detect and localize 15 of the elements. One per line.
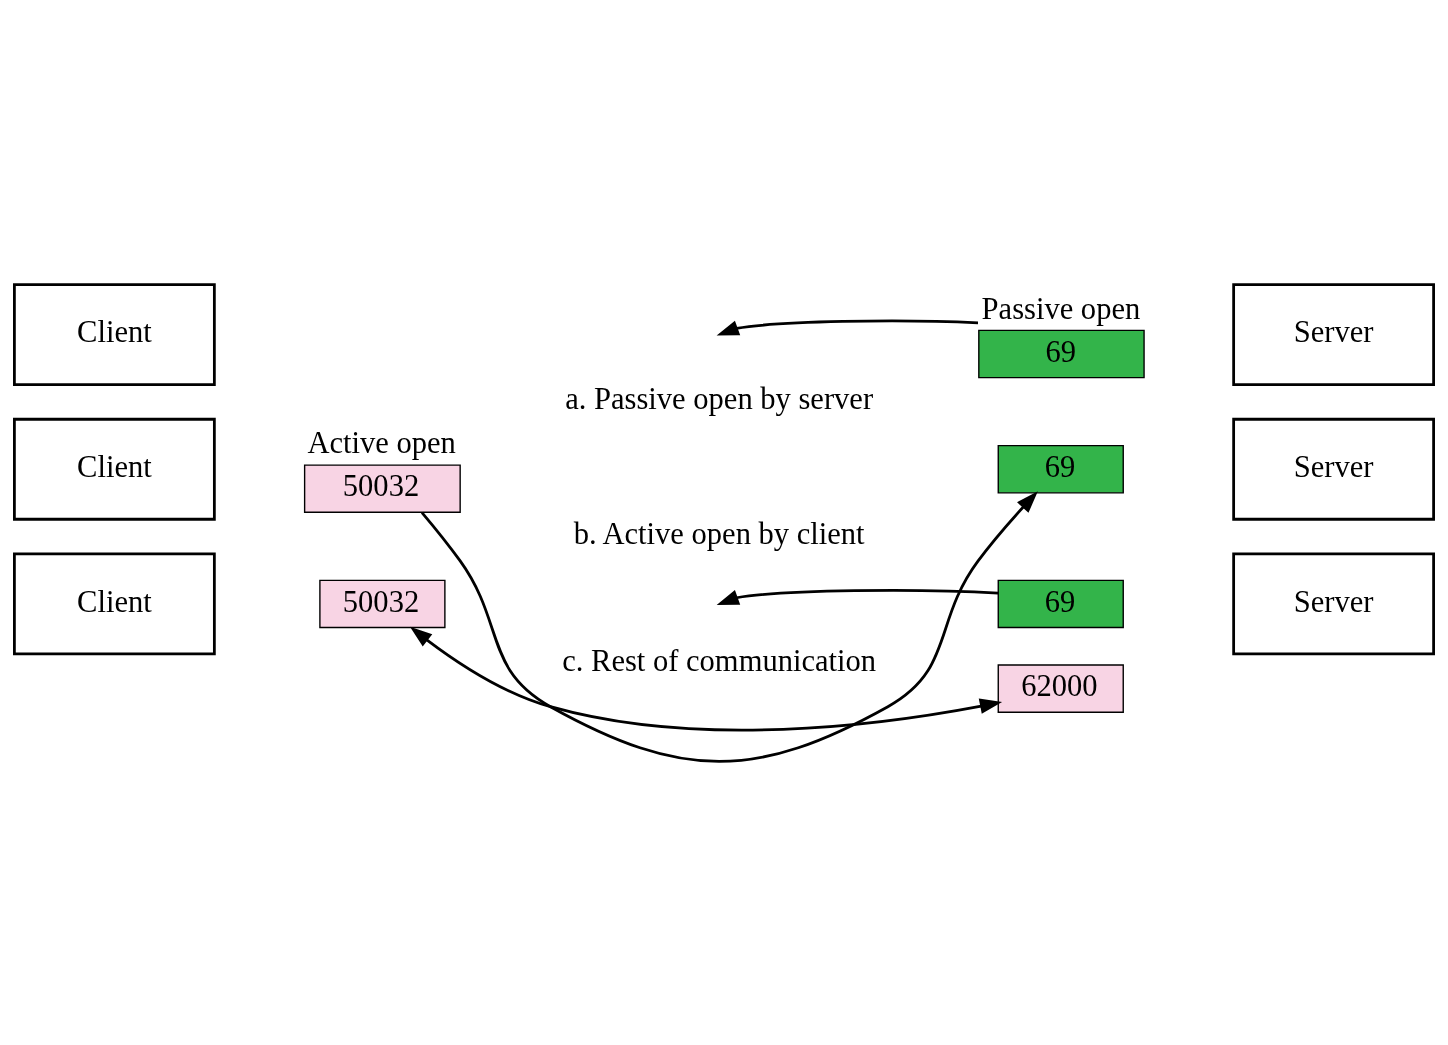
node-box: Server [1232, 417, 1435, 521]
node-box: Client [13, 552, 216, 655]
node-box: Client [13, 282, 216, 386]
node-label: Passive open [981, 291, 1141, 326]
label: b. Active open by client [573, 516, 865, 551]
node-box: Client [13, 417, 216, 521]
arrow [420, 490, 1038, 763]
arrow [409, 626, 1003, 731]
label: c. Rest of communication [562, 643, 877, 678]
node-box: Server [1232, 282, 1435, 386]
node-label: Active open [307, 425, 456, 460]
arrow [716, 319, 979, 336]
node-box: Server [1232, 552, 1435, 655]
arrow [716, 588, 999, 605]
label: a. Passive open by server [565, 381, 874, 416]
